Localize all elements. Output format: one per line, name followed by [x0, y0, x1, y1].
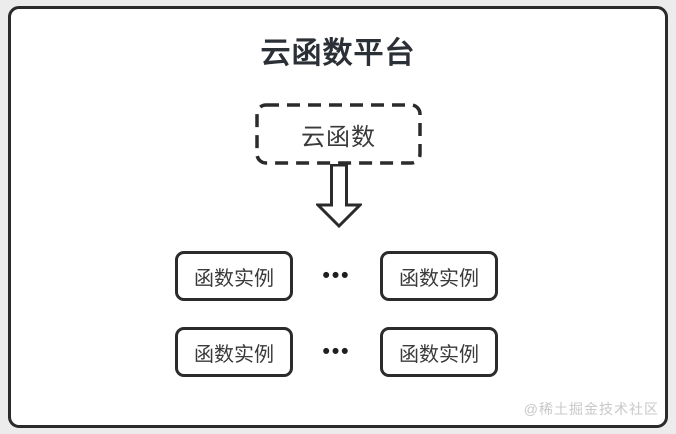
ellipsis-dots: ••• [322, 264, 351, 287]
instance-row-2: 函数实例 ••• 函数实例 [175, 327, 498, 377]
dashed-border-shape [255, 103, 422, 165]
function-instance-box: 函数实例 [380, 251, 498, 301]
function-instance-box: 函数实例 [175, 327, 293, 377]
function-instance-label: 函数实例 [194, 343, 274, 366]
watermark: @稀土掘金技术社区 [523, 401, 659, 417]
cloud-function-label: 云函数 [301, 123, 376, 151]
cloud-function-box: 云函数 [255, 103, 422, 165]
function-instance-box: 函数实例 [175, 251, 293, 301]
function-instance-box: 函数实例 [380, 327, 498, 377]
instance-row-1: 函数实例 ••• 函数实例 [175, 251, 498, 301]
ellipsis-dots: ••• [322, 340, 351, 363]
function-instance-label: 函数实例 [194, 267, 274, 290]
function-instance-label: 函数实例 [399, 343, 479, 366]
down-arrow-icon [316, 164, 362, 228]
page-title: 云函数平台 [260, 37, 416, 70]
diagram-frame: 云函数平台 云函数 函数实例 ••• 函数实例 函数实例 ••• [8, 6, 668, 428]
function-instance-label: 函数实例 [399, 267, 479, 290]
